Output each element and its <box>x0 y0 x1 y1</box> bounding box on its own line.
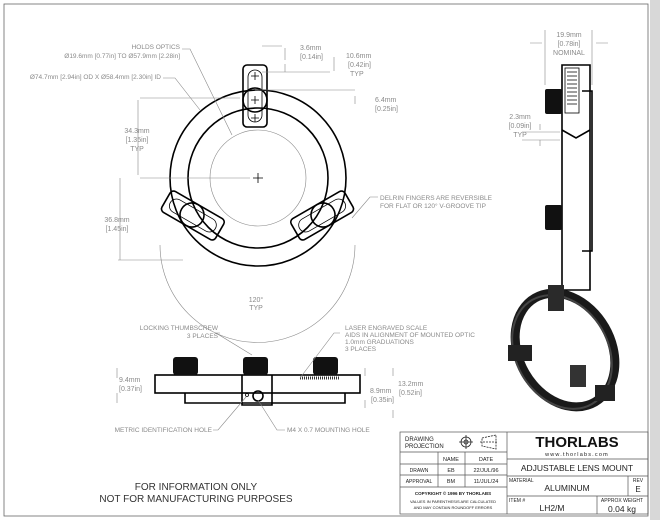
projection-symbol-icon <box>459 434 498 450</box>
weight-label: APPROX WEIGHT <box>601 498 643 504</box>
optic-range-label: Ø19.6mm [0.77in] TO Ø57.9mm [2.28in] <box>64 53 180 60</box>
material-label: MATERIAL <box>509 478 534 484</box>
delrin-note-2: FOR FLAT OR 120° V-GROOVE TIP <box>380 202 486 210</box>
scale-note-3: 1.0mm GRADUATIONS <box>345 339 415 346</box>
right-view <box>522 30 608 291</box>
values-note-1: VALUES IN PARENTHESIS ARE CALCULATED <box>410 499 496 504</box>
dim-10-6-typ: TYP <box>350 71 364 78</box>
item-value: LH2/M <box>539 503 564 513</box>
dim-9-4-in: [0.37in] <box>119 386 142 393</box>
approval-label: APPROVAL <box>406 479 433 485</box>
dim-13-2-in: [0.52in] <box>399 390 422 397</box>
drawn-label: DRAWN <box>410 468 429 474</box>
finger-top <box>242 64 268 128</box>
angle-value: 120° <box>249 296 264 304</box>
dim-10-6-mm: 10.6mm <box>346 53 371 60</box>
dim-3-6-in: [0.14in] <box>300 54 323 61</box>
dim-13-2-mm: 13.2mm <box>398 381 423 388</box>
mounting-hole-label: M4 X 0.7 MOUNTING HOLE <box>287 427 370 434</box>
metric-hole-label: METRIC IDENTIFICATION HOLE <box>115 427 213 434</box>
thumbscrew-note-1: LOCKING THUMBSCREW <box>140 325 219 332</box>
dim-19-9-mm: 19.9mm <box>556 32 581 39</box>
thumbscrew-note-2: 3 PLACES <box>187 333 219 340</box>
values-note-2: AND MAY CONTAIN ROUNDOFF ERRORS <box>414 505 493 510</box>
holds-optics-label: HOLDS OPTICS <box>132 44 181 51</box>
dim-34-3-typ: TYP <box>130 146 144 153</box>
name-header: NAME <box>443 457 459 463</box>
projection-label-2: PROJECTION <box>405 444 444 450</box>
projection-label-1: DRAWING <box>405 437 434 443</box>
drawing-border <box>3 3 649 517</box>
dim-2-3-mm: 2.3mm <box>509 114 531 121</box>
dim-3-6-mm: 3.6mm <box>300 45 322 52</box>
dim-10-6-in: [0.42in] <box>348 62 371 69</box>
dim-19-9-nominal: NOMINAL <box>553 50 585 57</box>
dim-34-3-mm: 34.3mm <box>124 128 149 135</box>
item-label: ITEM # <box>509 498 525 504</box>
scale-note-2: AIDS IN ALIGNMENT OF MOUNTED OPTIC <box>345 332 475 339</box>
isometric-view <box>508 285 620 412</box>
material-value: ALUMINUM <box>544 483 589 493</box>
finger-left <box>160 190 226 241</box>
dim-34-3-in: [1.35in] <box>126 137 149 144</box>
disclaimer-line-2: NOT FOR MANUFACTURING PURPOSES <box>99 494 292 505</box>
drawing-title: ADJUSTABLE LENS MOUNT <box>521 463 633 473</box>
dim-2-3-in: [0.09in] <box>509 123 532 130</box>
copyright: COPYRIGHT © 1996 BY THORLABS <box>415 490 491 496</box>
ring-size-label: Ø74.7mm [2.94in] OD X Ø58.4mm [2.30in] I… <box>30 74 161 81</box>
dim-2-3-typ: TYP <box>513 132 527 139</box>
angle-typ: TYP <box>249 305 263 312</box>
disclaimer-line-1: FOR INFORMATION ONLY <box>135 482 258 493</box>
weight-value: 0.04 kg <box>608 504 636 514</box>
approval-name: BM <box>447 479 456 485</box>
date-header: DATE <box>479 457 494 463</box>
rev-label: REV <box>633 478 644 484</box>
viewer-margin <box>650 0 660 520</box>
side-view <box>116 332 394 431</box>
delrin-note-1: DELRIN FINGERS ARE REVERSIBLE <box>380 195 493 202</box>
dim-8-9-in: [0.35in] <box>371 397 394 404</box>
dim-19-9-in: [0.78in] <box>558 41 581 48</box>
website: www.thorlabs.com <box>544 452 609 458</box>
dim-6-4-in: [0.25in] <box>375 106 398 113</box>
thorlabs-logo: THORLABS <box>535 434 618 451</box>
approval-date: 11/JUL/24 <box>474 479 499 485</box>
finger-right <box>289 190 355 241</box>
dim-9-4-mm: 9.4mm <box>119 377 141 384</box>
dim-6-4-mm: 6.4mm <box>375 97 397 104</box>
front-view <box>118 45 378 343</box>
scale-note-1: LASER ENGRAVED SCALE <box>345 325 428 332</box>
scale-note-4: 3 PLACES <box>345 346 377 353</box>
title-block <box>399 431 649 515</box>
dim-36-8-in: [1.45in] <box>106 226 129 233</box>
drawn-name: EB <box>447 468 455 474</box>
dim-8-9-mm: 8.9mm <box>370 388 392 395</box>
drawn-date: 22/JUL/96 <box>473 468 498 474</box>
dim-36-8-mm: 36.8mm <box>104 217 129 224</box>
rev-value: E <box>635 485 640 494</box>
